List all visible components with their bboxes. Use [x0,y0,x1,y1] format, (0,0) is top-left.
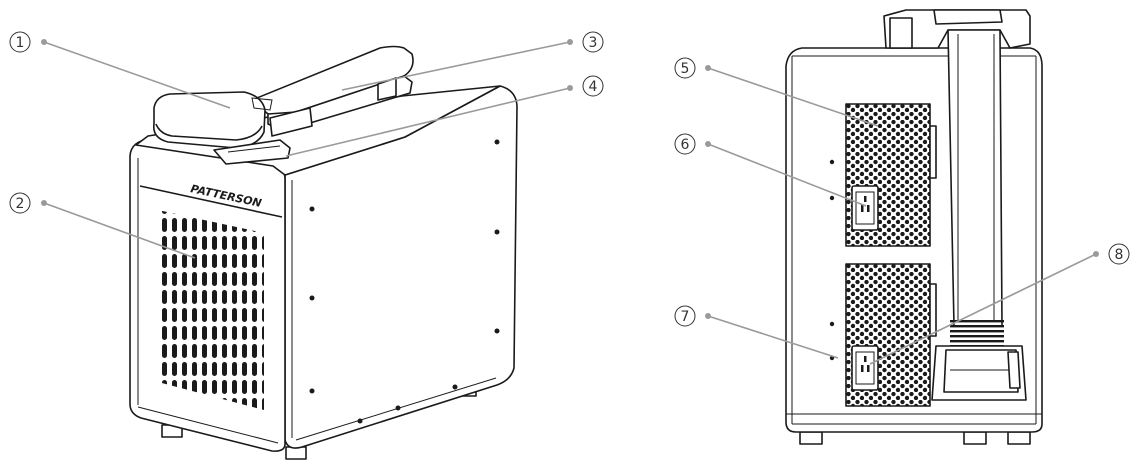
callout-1-label: 1 [16,35,25,51]
top-handle [251,45,414,137]
screw [829,321,835,327]
front-grille [158,210,264,410]
rear-view [785,9,1043,445]
front-view: PATTERSON [129,45,518,460]
callout-4-label: 4 [589,79,598,95]
foot [799,431,823,445]
callout-7-label: 7 [681,309,690,325]
callout-7: 7 [674,305,839,359]
callouts: 1 2 3 4 5 [9,31,1130,365]
side-screws [309,139,500,424]
callout-6-label: 6 [681,137,690,153]
side-panel [284,85,518,449]
screw [829,159,835,165]
upper-power-inlet [851,185,879,231]
callout-4: 4 [285,75,604,157]
callout-5-label: 5 [681,61,690,77]
screw [829,195,835,201]
callout-2: 2 [9,192,196,259]
foot [963,431,987,445]
callout-8: 8 [869,243,1130,365]
callout-5: 5 [674,57,879,127]
lower-power-inlet [851,345,879,391]
power-switch-slot [213,139,291,165]
foot [1007,431,1031,445]
latch-vents [950,320,1004,348]
callout-3: 3 [341,31,604,91]
callout-1: 1 [9,31,231,109]
callout-8-label: 8 [1115,247,1124,263]
handle-latch [931,320,1027,401]
logo-band-line [139,185,283,218]
control-cap [152,91,273,149]
callout-2-label: 2 [16,196,25,212]
callout-6: 6 [674,133,867,207]
callout-3-label: 3 [589,35,598,51]
